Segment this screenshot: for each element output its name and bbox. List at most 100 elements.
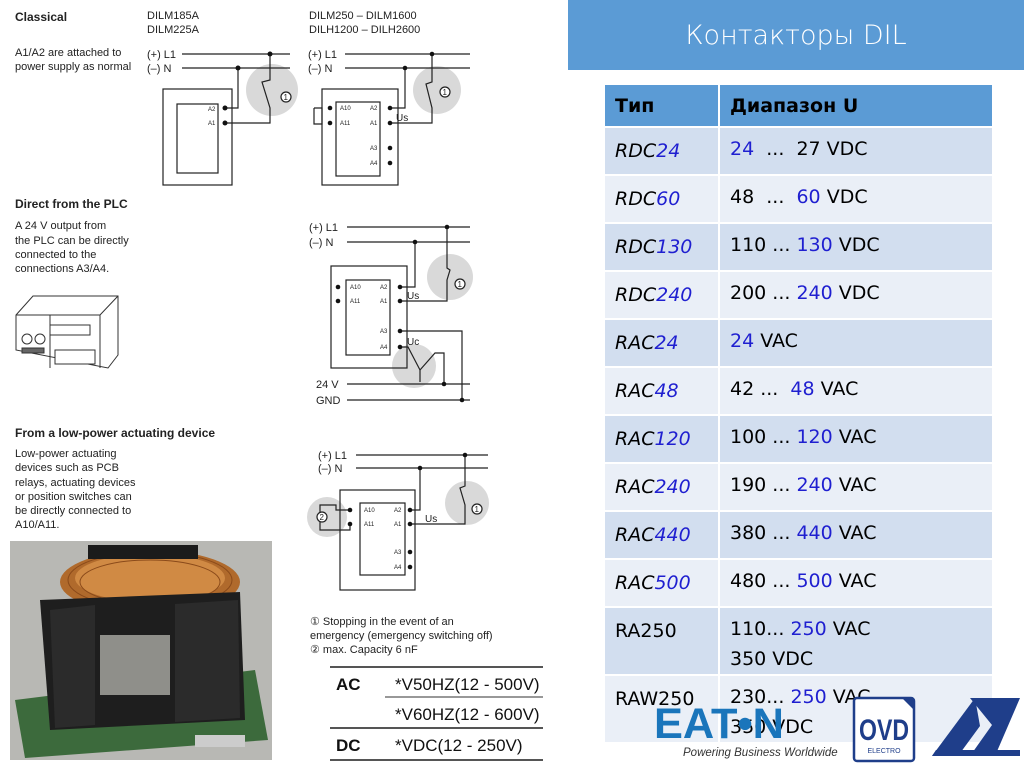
cell-range: 190 ... 240 VAC [718, 462, 994, 512]
type-segment: RAC [615, 524, 655, 546]
voltage-table: AC *V50HZ(12 - 500V) *V60HZ(12 - 600V) D… [330, 666, 543, 761]
terminal-label: A11 [350, 299, 361, 305]
header-type: Тип [603, 83, 720, 128]
eaton-logo: EAT•N Powering Business Worldwide [654, 700, 838, 759]
cell-range: 100 ... 120 VAC [718, 414, 994, 464]
terminal-label: A1 [208, 121, 216, 127]
type-segment: 500 [654, 572, 691, 594]
cell-type: RAC440 [603, 510, 720, 560]
svg-text:ELECTRO: ELECTRO [867, 748, 901, 755]
type-segment: RAC [615, 332, 655, 354]
cell-type: RAC500 [603, 558, 720, 608]
type-segment: RDC [615, 188, 657, 210]
type-segment: RAC [615, 572, 655, 594]
type-segment: 48 [654, 380, 679, 402]
lowpower-diagram [307, 452, 489, 591]
type-segment: 24 [654, 332, 679, 354]
terminal-label: A3 [394, 550, 402, 556]
table-row: RDC60 48 ... 60 VDC [603, 174, 994, 224]
range-line: 24 VAC [730, 326, 982, 356]
plc-desc: A 24 V output from [15, 220, 106, 232]
range-segment: 100 ... [730, 426, 797, 448]
range-line: 48 ... 60 VDC [730, 182, 982, 212]
range-line: 110 ... 130 VDC [730, 230, 982, 260]
range-segment: 24 [730, 138, 755, 160]
plc-desc: connected to the [15, 249, 96, 261]
dc-range: *VDC(12 - 250V) [395, 736, 523, 755]
type-segment: 24 [656, 140, 681, 162]
cell-type: RDC24 [603, 126, 720, 176]
n-label: (–) N [147, 63, 172, 75]
l1-label: (+) L1 [308, 49, 337, 61]
logos: EAT•N Powering Business Worldwide OVD EL… [654, 696, 1020, 763]
range-segment: 380 ... [730, 522, 797, 544]
slide-title: Контакторы DIL [685, 19, 907, 51]
slide-title-bar: Контакторы DIL [568, 0, 1024, 70]
type-segment: RDC [615, 140, 657, 162]
range-segment: 24 [730, 330, 755, 352]
lowpower-desc: Low-power actuating [15, 448, 117, 460]
table-header-row: Тип Диапазон U [603, 83, 994, 128]
terminal-label: A11 [364, 522, 375, 528]
terminal-label: A3 [370, 146, 378, 152]
range-segment: 130 [796, 234, 833, 256]
lowpower-desc: be directly connected to [15, 505, 131, 517]
range-segment: VAC [814, 378, 859, 400]
type-segment: RA250 [615, 620, 677, 642]
range-line: 200 ... 240 VDC [730, 278, 982, 308]
range-segment: 440 [796, 522, 833, 544]
cell-type: RDC60 [603, 174, 720, 224]
note-marker: 1 [458, 280, 463, 289]
range-segment: VAC [832, 426, 877, 448]
note-marker: 2 [320, 513, 325, 522]
lowpower-desc: devices such as PCB [15, 462, 119, 474]
classical-desc-1: A1/A2 are attached to [15, 47, 121, 59]
plc-desc: connections A3/A4. [15, 263, 109, 275]
type-segment: 60 [656, 188, 681, 210]
cell-range: 200 ... 240 VDC [718, 270, 994, 320]
n-label: (–) N [318, 463, 343, 475]
cell-range: 42 ... 48 VAC [718, 366, 994, 416]
plc-diagram [330, 224, 473, 403]
range-line: 480 ... 500 VAC [730, 566, 982, 596]
classical-diagram-large [313, 51, 470, 186]
cell-range: 24 ... 27 VDC [718, 126, 994, 176]
range-segment: VAC [832, 570, 877, 592]
cell-type: RAC48 [603, 366, 720, 416]
ac-range-50hz: *V50HZ(12 - 500V) [395, 675, 540, 694]
wiring-diagrams-panel: Classical A1/A2 are attached to power su… [10, 10, 543, 761]
gnd-label: GND [316, 395, 341, 407]
range-line: 24 ... 27 VDC [730, 134, 982, 164]
terminal-label: A4 [370, 161, 378, 167]
type-segment: RAW250 [615, 688, 695, 710]
type-segment: RAC [615, 380, 655, 402]
note-marker: 1 [475, 505, 480, 514]
range-line: 190 ... 240 VAC [730, 470, 982, 500]
plc-desc: the PLC can be directly [15, 235, 129, 247]
plc-device-sketch [15, 295, 119, 369]
ac-range-60hz: *V60HZ(12 - 600V) [395, 705, 540, 724]
classical-desc-2: power supply as normal [15, 61, 131, 73]
l1-label: (+) L1 [147, 49, 176, 61]
range-segment: 110 ... [730, 234, 797, 256]
l1-label: (+) L1 [318, 450, 347, 462]
range-line: 350 VDC [730, 712, 982, 742]
cell-type: RAC120 [603, 414, 720, 464]
cell-type: RAC24 [603, 318, 720, 368]
terminal-label: A10 [364, 508, 375, 514]
header-range: Диапазон U [718, 83, 994, 128]
range-segment: 250 [790, 686, 827, 708]
range-segment: 350 VDC [730, 648, 814, 670]
us-label: Us [396, 113, 408, 124]
range-segment: 500 [796, 570, 833, 592]
range-segment: 250 [790, 618, 827, 640]
